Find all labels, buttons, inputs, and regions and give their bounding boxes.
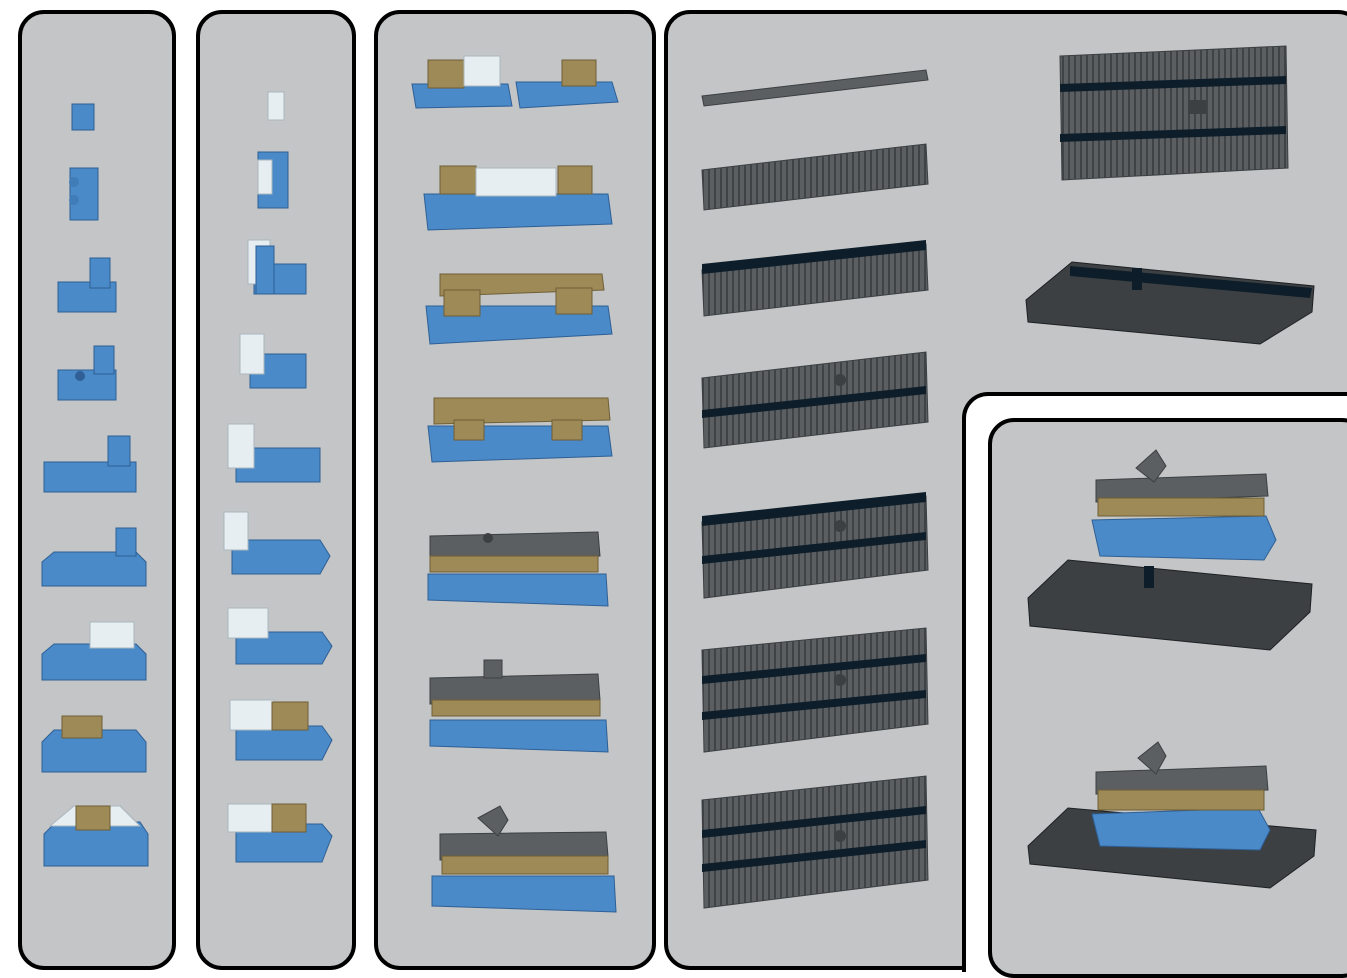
step-6-clip <box>224 512 330 574</box>
step-7-clip <box>228 608 332 664</box>
step-2-brick <box>69 168 98 220</box>
step-4-clip <box>240 334 306 388</box>
final-step-2 <box>1028 742 1316 888</box>
step-3-brick <box>58 258 116 312</box>
step-3-pair <box>426 274 612 344</box>
step-8-brick <box>42 716 146 772</box>
step-7-pair <box>432 806 616 912</box>
step-9-brick <box>44 806 148 866</box>
base-plate-finished <box>1026 262 1314 344</box>
wall-step-7-row <box>702 776 928 908</box>
wall-step-5-row <box>702 492 928 598</box>
step-8-clip <box>230 700 332 760</box>
wall-step-6-row <box>702 628 928 752</box>
final-step-1 <box>1028 450 1312 650</box>
step-4-pair <box>428 398 612 462</box>
panel-5-steps <box>1028 450 1316 888</box>
step-2-pair <box>424 166 612 230</box>
wall-step-2-row <box>702 144 928 210</box>
step-6-brick <box>42 528 146 586</box>
step-7-brick <box>42 622 146 680</box>
step-5-clip <box>228 424 320 482</box>
step-1-brick <box>72 104 94 130</box>
step-2-clip <box>258 152 288 208</box>
step-5-pair <box>428 532 608 606</box>
panel-3-steps <box>412 56 618 912</box>
wall-panel-finished <box>1060 46 1288 180</box>
wall-step-1-plate <box>702 70 928 106</box>
step-9-clip <box>228 804 332 862</box>
step-4-brick <box>58 346 116 400</box>
step-3-clip <box>248 240 306 294</box>
wall-step-4-row <box>702 352 928 448</box>
panel-2-steps <box>224 92 332 862</box>
step-1-clip <box>268 92 284 120</box>
panel-1-steps <box>42 104 148 866</box>
step-1-pair <box>412 56 618 108</box>
step-5-brick <box>44 436 136 492</box>
step-6-pair <box>430 660 608 752</box>
wall-step-3-row <box>702 240 928 316</box>
